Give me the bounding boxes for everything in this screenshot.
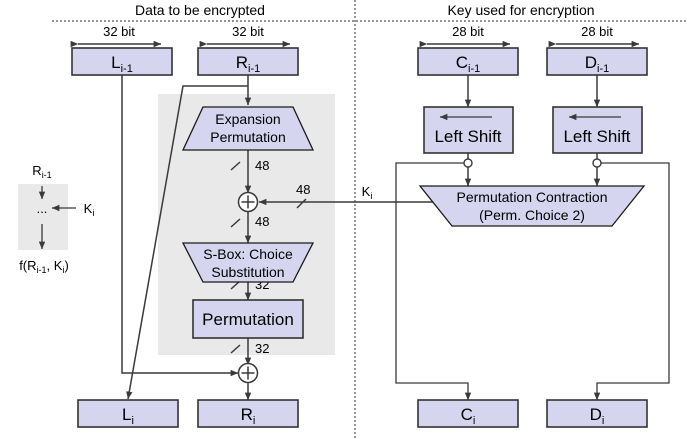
block-expansion-line1: Expansion	[215, 111, 280, 127]
register-l-out	[77, 399, 179, 428]
register-c-prev-label: Ci-1	[456, 53, 481, 75]
block-left-shift-1	[423, 106, 514, 154]
legend-dots: ...	[37, 201, 48, 216]
label-subkey: Ki	[362, 184, 373, 201]
bitslash-48-b	[230, 218, 241, 228]
block-expansion-permutation	[181, 106, 315, 151]
register-r-out-label: Ri	[241, 405, 256, 427]
register-c-out	[417, 399, 519, 428]
legend-band	[18, 184, 68, 250]
bitwidth-l-prev: 32 bit	[103, 24, 135, 39]
legend-input-label: Ri-1	[32, 163, 51, 180]
label-32-b: 32	[255, 341, 269, 356]
register-r-prev	[197, 47, 299, 76]
register-d-out	[546, 399, 648, 428]
bitslash-48-a	[230, 161, 241, 171]
block-permutation	[192, 299, 304, 339]
block-pc2-line1: Permutation Contraction	[457, 189, 608, 205]
wire-rprev-to-lout	[126, 85, 248, 400]
register-d-prev-label: Di-1	[585, 53, 610, 75]
block-sbox-line2: Substitution	[211, 264, 284, 280]
block-left-shift-2	[552, 106, 643, 154]
block-left-shift-1-label: Left Shift	[434, 127, 501, 146]
block-sbox	[181, 242, 315, 283]
label-48-key: 48	[296, 182, 310, 197]
wire-lprev-to-xor	[121, 75, 239, 377]
register-r-prev-label: Ri-1	[236, 53, 261, 75]
header-key-title: Key used for encryption	[447, 2, 594, 18]
block-permutation-label: Permutation	[202, 310, 294, 329]
junction-d-branch	[592, 158, 602, 168]
wire-leftshift1-to-cout	[395, 162, 472, 401]
legend-output-label: f(Ri-1, Ki)	[19, 258, 69, 275]
register-c-out-label: Ci	[461, 405, 476, 427]
register-l-prev	[71, 47, 173, 76]
bitwidth-d-prev: 28 bit	[581, 24, 613, 39]
legend-f-function: Ri-1 ... Ki f(Ri-1, Ki)	[18, 163, 94, 275]
register-r-out	[197, 399, 299, 428]
bitwidth-r-prev: 32 bit	[232, 24, 264, 39]
bitslash-32-b	[230, 344, 241, 354]
bitslash-48-key	[296, 198, 307, 209]
bitwidth-c-prev: 28 bit	[452, 24, 484, 39]
register-c-prev	[417, 47, 519, 76]
block-pc2-line2: (Perm. Choice 2)	[479, 207, 585, 223]
block-permutation-contraction	[418, 185, 646, 227]
block-left-shift-2-label: Left Shift	[563, 127, 630, 146]
register-d-out-label: Di	[590, 405, 605, 427]
register-d-prev	[546, 47, 648, 76]
wire-leftshift2-to-dout	[593, 162, 670, 401]
block-sbox-line1: S-Box: Choice	[203, 246, 293, 262]
block-expansion-line2: Permutation	[210, 129, 285, 145]
label-48-b: 48	[255, 214, 269, 229]
register-l-out-label: Li	[122, 405, 134, 427]
header-data-title: Data to be encrypted	[135, 2, 265, 18]
legend-key-label: Ki	[84, 201, 95, 218]
register-l-prev-label: Li-1	[111, 53, 133, 75]
junction-c-branch	[463, 158, 473, 168]
label-48-a: 48	[255, 158, 269, 173]
